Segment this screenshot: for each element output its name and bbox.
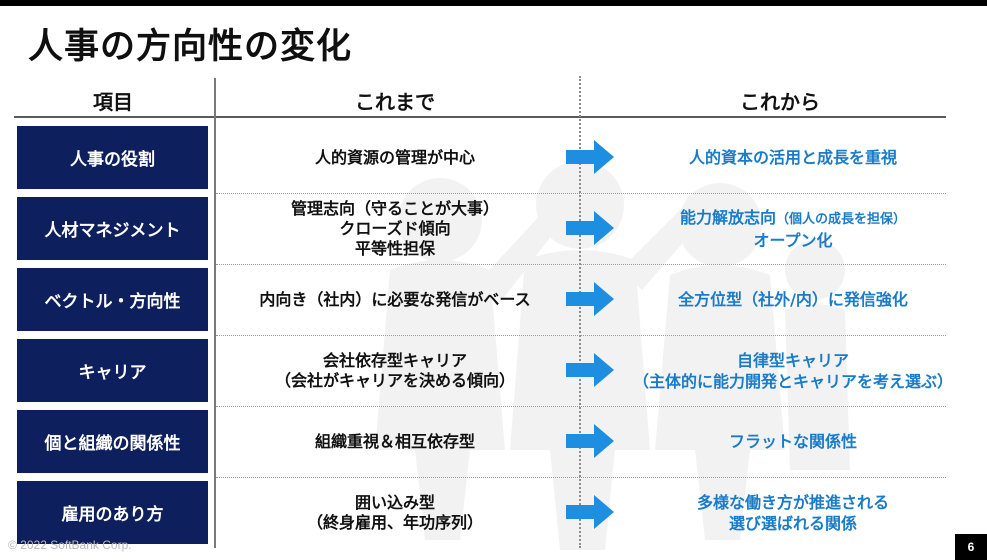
right-arrow-icon: [566, 495, 614, 529]
after-line: オープン化: [753, 230, 832, 251]
after-cell: 全方位型（社外/内）に発信強化: [618, 268, 968, 331]
row-separator: [216, 264, 946, 265]
after-line: 自律型キャリア: [737, 350, 849, 371]
row-separator: [216, 406, 946, 407]
column-header-after: これから: [740, 90, 820, 114]
after-line-text: 多様な働き方が推進される: [696, 492, 889, 512]
copyright-footer: © 2022 SoftBank Corp.: [8, 538, 132, 552]
after-line-text: （主体的に能力開発とキャリアを考え選ぶ）: [632, 371, 953, 391]
column-divider-dotted: [579, 76, 581, 548]
column-divider-solid: [214, 78, 216, 548]
right-arrow-icon: [566, 424, 614, 458]
after-line-text: 全方位型（社外/内）に発信強化: [678, 290, 908, 309]
after-line: 人的資本の活用と成長を重視: [689, 147, 897, 168]
before-line: 会社依存型キャリア: [322, 350, 467, 370]
before-line: 人的資源の管理が中心: [314, 147, 475, 167]
header-divider: [14, 116, 946, 118]
row-separator: [216, 193, 946, 194]
after-cell: 能力解放志向（個人の成長を担保）オープン化: [618, 197, 968, 260]
after-line: 多様な働き方が推進される: [697, 492, 889, 513]
before-line: 囲い込み型: [354, 492, 435, 512]
after-line-text: 選び選ばれる関係: [728, 513, 857, 533]
right-arrow-icon: [566, 282, 614, 316]
before-line: 管理志向（守ることが大事）: [290, 198, 499, 218]
after-cell: 人的資本の活用と成長を重視: [618, 126, 968, 189]
column-header-item: 項目: [93, 90, 133, 114]
before-line: （終身雇用、年功序列）: [306, 512, 483, 532]
before-line: 平等性担保: [354, 238, 435, 258]
before-line: 組織重視＆相互依存型: [314, 431, 475, 451]
after-cell: フラットな関係性: [618, 410, 968, 473]
after-line: （主体的に能力開発とキャリアを考え選ぶ）: [633, 371, 953, 392]
row-label: 人材マネジメント: [17, 197, 208, 260]
row-label: ベクトル・方向性: [17, 268, 208, 331]
column-header-before: これまで: [355, 90, 435, 114]
before-line: 内向き（社内）に必要な発信がベース: [259, 289, 531, 309]
after-line-text: フラットな関係性: [728, 432, 857, 451]
page-number: 6: [955, 534, 987, 560]
after-line-text: 人的資本の活用と成長を重視: [688, 148, 897, 167]
row-separator: [216, 477, 946, 478]
before-cell: 管理志向（守ることが大事）クローズド傾向平等性担保: [220, 197, 570, 260]
after-line-text: 能力解放志向: [679, 207, 776, 227]
before-line: クローズド傾向: [339, 218, 451, 238]
right-arrow-icon: [566, 211, 614, 245]
before-cell: 組織重視＆相互依存型: [220, 410, 570, 473]
after-cell: 自律型キャリア（主体的に能力開発とキャリアを考え選ぶ）: [618, 339, 968, 402]
before-cell: 囲い込み型（終身雇用、年功序列）: [220, 481, 570, 544]
page-title: 人事の方向性の変化: [28, 27, 353, 67]
top-black-bar: [0, 0, 987, 6]
after-line-text: オープン化: [753, 230, 833, 250]
after-line: 全方位型（社外/内）に発信強化: [678, 289, 908, 310]
before-cell: 人的資源の管理が中心: [220, 126, 570, 189]
before-cell: 会社依存型キャリア（会社がキャリアを決める傾向）: [220, 339, 570, 402]
before-cell: 内向き（社内）に必要な発信がベース: [220, 268, 570, 331]
after-line: フラットな関係性: [729, 431, 857, 452]
row-separator: [216, 335, 946, 336]
row-label: 人事の役割: [17, 126, 208, 189]
after-line-text: 自律型キャリア: [736, 350, 849, 370]
right-arrow-icon: [566, 353, 614, 387]
after-note: （個人の成長を担保）: [776, 211, 907, 227]
before-line: （会社がキャリアを決める傾向）: [274, 370, 515, 390]
after-line: 選び選ばれる関係: [729, 513, 857, 534]
after-line: 能力解放志向（個人の成長を担保）: [680, 207, 906, 230]
row-label: 雇用のあり方: [17, 481, 208, 544]
right-arrow-icon: [566, 140, 614, 174]
after-cell: 多様な働き方が推進される選び選ばれる関係: [618, 481, 968, 544]
row-label: 個と組織の関係性: [17, 410, 208, 473]
row-label: キャリア: [17, 339, 208, 402]
